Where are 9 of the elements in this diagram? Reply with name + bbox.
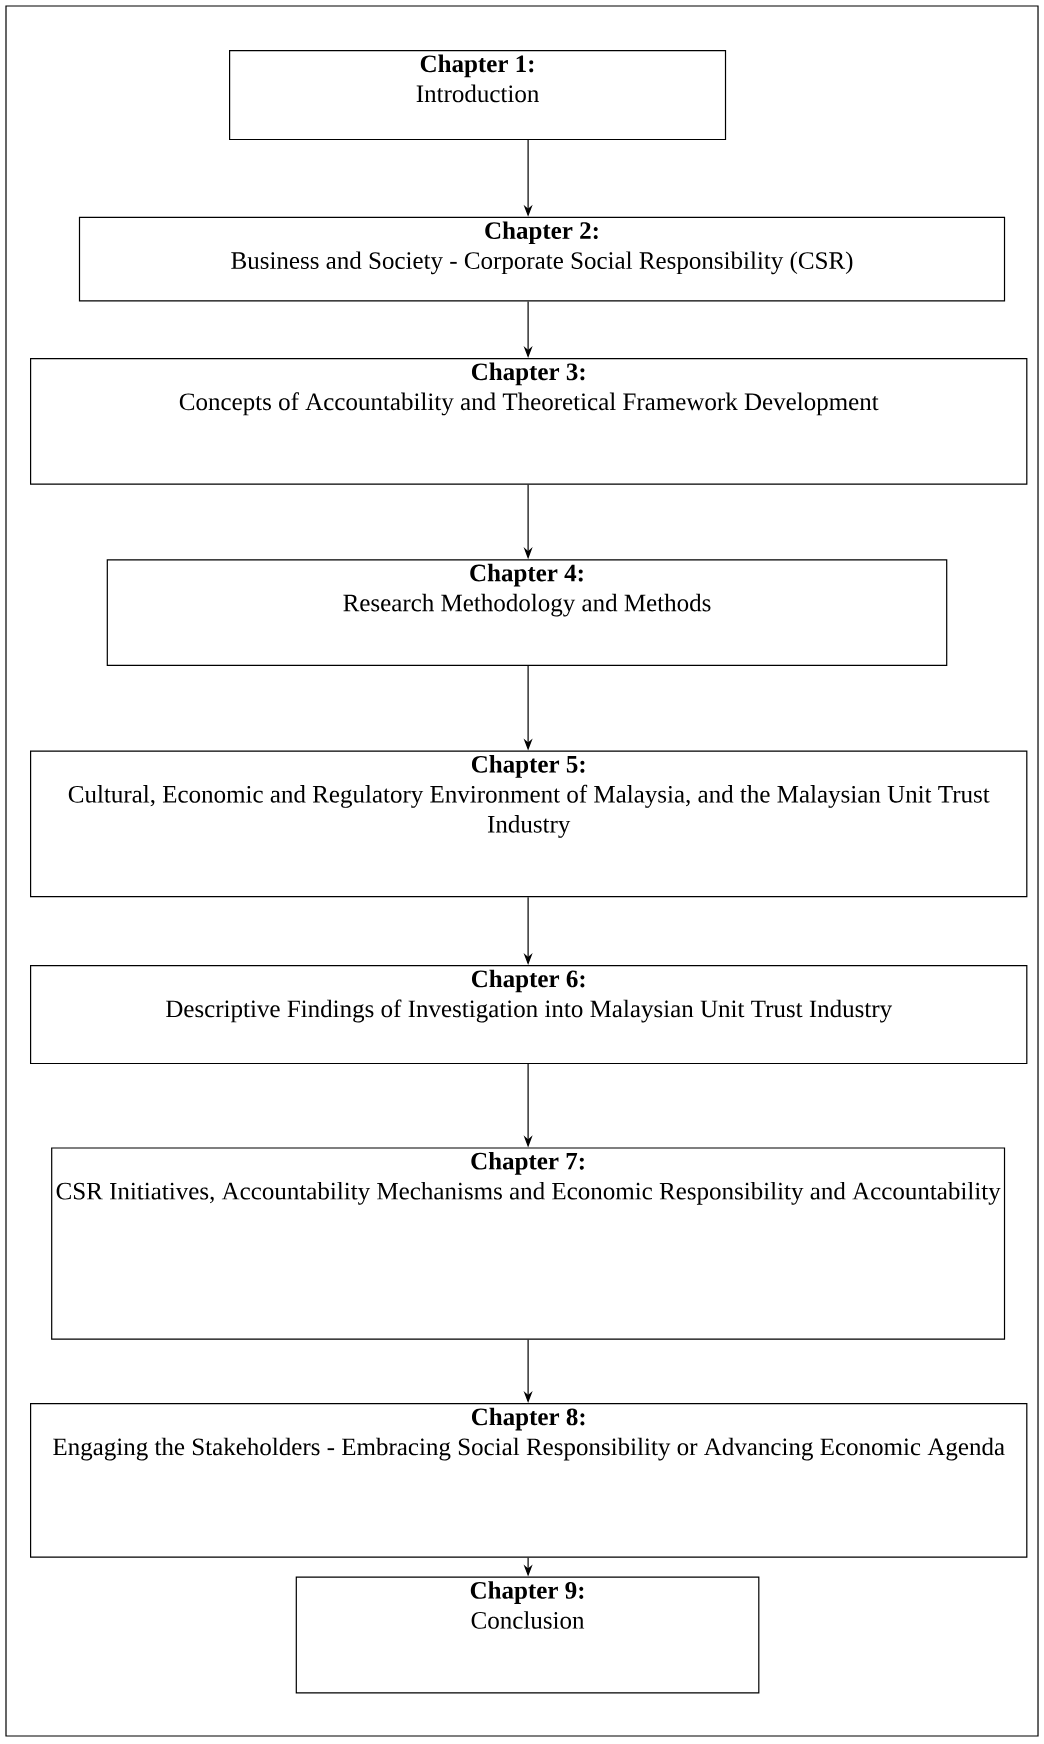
chapter-box: Chapter 2: Business and Society - Corporate Social Responsibility (CSR) <box>78 216 1006 302</box>
chapter-box: Chapter 8: Engaging the Stakeholders - Embracing Social Responsibility or Advancing Economic Agenda <box>30 1403 1028 1558</box>
chapter-box: Chapter 9: Conclusion <box>295 1576 760 1694</box>
chapter-box: Chapter 6: Descriptive Findings of Investigation into Malaysian Unit Trust Industry <box>30 965 1028 1065</box>
chapter-box: Chapter 5: Cultural, Economic and Regulatory Environment of Malaysia, and the Malaysian Unit Trust Industry <box>30 750 1028 898</box>
chapter-box: Chapter 3: Concepts of Accountability and Theoretical Framework Development <box>30 358 1028 485</box>
chapter-box: Chapter 7: CSR Initiatives, Accountability Mechanisms and Economic Responsibility and Accountability <box>51 1147 1006 1340</box>
chapter-box: Chapter 1: Introduction <box>229 50 727 141</box>
chapter-box: Chapter 4: Research Methodology and Methods <box>106 559 948 666</box>
